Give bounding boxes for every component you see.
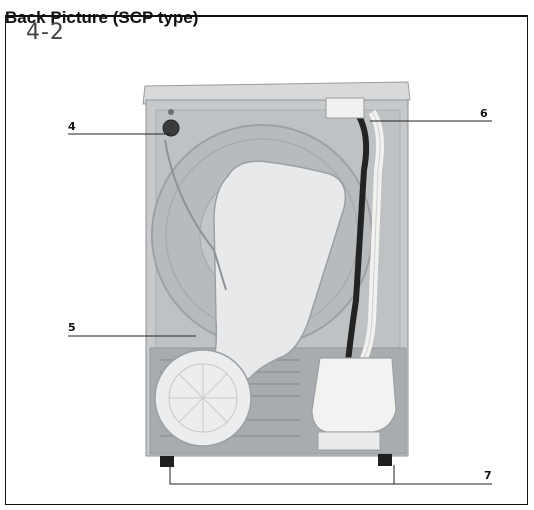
figure-frame <box>5 15 528 505</box>
callout-5: 5 <box>68 321 76 334</box>
header-rule: Back Picture (SCP type) <box>5 8 528 27</box>
section-header: Back Picture (SCP type) <box>5 8 199 27</box>
callout-4: 4 <box>68 120 76 133</box>
callout-6: 6 <box>480 107 488 120</box>
figure-label: 4-2 <box>26 20 65 45</box>
callout-7: 7 <box>484 469 492 482</box>
